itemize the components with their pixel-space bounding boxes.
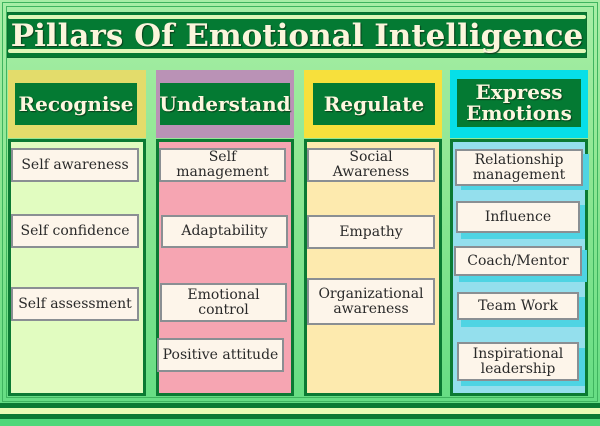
item-emotional-control: Emotional control — [160, 283, 287, 322]
pillar-header-understand: Understand — [156, 70, 294, 138]
item-self-confidence: Self confidence — [11, 214, 139, 248]
pillar-body-express-emotions: Relationship management Influence Coach/… — [450, 139, 589, 396]
pillar-title-express-emotions: Express Emotions — [457, 79, 581, 127]
frame-border-inner — [6, 6, 594, 398]
title-banner: Pillars Of Emotional Intelligence — [8, 13, 586, 57]
item-coach-mentor: Coach/Mentor — [454, 246, 582, 276]
pillar-header-express-emotions: Express Emotions — [450, 70, 588, 138]
bottom-band-light — [0, 408, 600, 414]
pillar-header-recognise: Recognise — [8, 70, 146, 138]
pillar-body-regulate: Social Awareness Empathy Organizational … — [304, 139, 442, 396]
title-highlight-bottom — [8, 49, 586, 53]
item-positive-attitude: Positive attitude — [157, 338, 284, 372]
item-self-management: Self management — [159, 148, 286, 182]
pillar-title-regulate: Regulate — [313, 83, 435, 125]
item-adaptability: Adaptability — [161, 215, 288, 248]
frame-border-outer — [2, 2, 598, 402]
title-highlight-top — [8, 15, 586, 19]
bottom-band-dark-2 — [0, 414, 600, 419]
pillar-body-understand: Self management Adaptability Emotional c… — [156, 139, 294, 396]
item-social-awareness: Social Awareness — [307, 148, 435, 182]
pillar-title-understand: Understand — [159, 83, 291, 125]
item-inspirational-leadership: Inspirational leadership — [457, 342, 579, 381]
item-influence: Influence — [456, 201, 580, 233]
item-relationship-management: Relationship management — [455, 149, 583, 186]
bottom-band-green — [0, 419, 600, 426]
pillar-header-regulate: Regulate — [304, 70, 442, 138]
page-title: Pillars Of Emotional Intelligence — [10, 18, 584, 54]
item-organizational-awareness: Organizational awareness — [307, 278, 435, 325]
item-self-assessment: Self assessment — [11, 287, 139, 321]
item-empathy: Empathy — [307, 215, 435, 249]
bottom-band-dark — [0, 403, 600, 408]
pillar-title-recognise: Recognise — [15, 83, 137, 125]
item-self-awareness: Self awareness — [11, 148, 139, 182]
pillar-body-recognise: Self awareness Self confidence Self asse… — [8, 139, 146, 396]
item-team-work: Team Work — [457, 292, 579, 320]
